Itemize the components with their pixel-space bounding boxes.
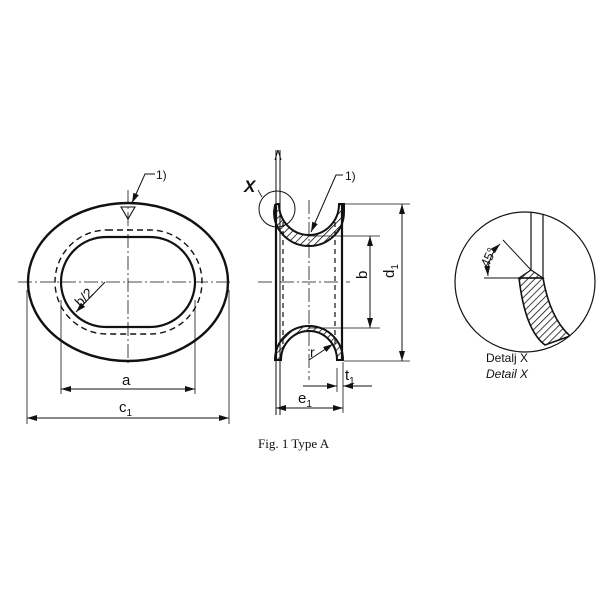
angle-dim-arc	[484, 243, 501, 277]
figure-caption: Fig. 1 Type A	[258, 436, 330, 451]
side-view: X 1) b d1 r t1	[243, 149, 410, 415]
dim-label-r: r	[310, 344, 315, 360]
dim-label-b: b	[354, 271, 371, 279]
detail-weld-bevel	[517, 269, 545, 279]
leader-line-1	[131, 173, 155, 204]
leader-note-side: 1)	[345, 169, 356, 183]
radius-dim-line	[75, 281, 106, 313]
front-view: 1) b/2 a c1	[18, 168, 232, 424]
dim-label-a: a	[122, 372, 131, 389]
weld-symbol-icon	[120, 206, 136, 221]
detail-x-label: X	[243, 177, 257, 196]
weld-line-dashed	[54, 229, 203, 335]
radius-label-b2: b/2	[71, 285, 96, 310]
detail-x-view: 45° Detalj X Detail X	[454, 211, 596, 381]
bottom-weld-section	[273, 325, 345, 361]
top-weld-section	[272, 202, 345, 247]
dim-label-d: d1	[381, 264, 401, 278]
leader-note-front: 1)	[156, 168, 167, 182]
dim-label-e: e1	[298, 390, 312, 410]
radius-dim-line-r	[308, 343, 334, 361]
inner-opening	[59, 235, 197, 329]
dim-label-c: c1	[119, 399, 133, 419]
detail-circle	[454, 211, 596, 353]
detail-hatched-section	[518, 277, 572, 346]
detail-title-local: Detalj X	[486, 351, 528, 365]
leader-line-1-side	[310, 174, 343, 233]
outer-ring	[26, 201, 230, 363]
detail-title-en: Detail X	[486, 367, 529, 381]
dim-label-t: t1	[345, 367, 355, 387]
